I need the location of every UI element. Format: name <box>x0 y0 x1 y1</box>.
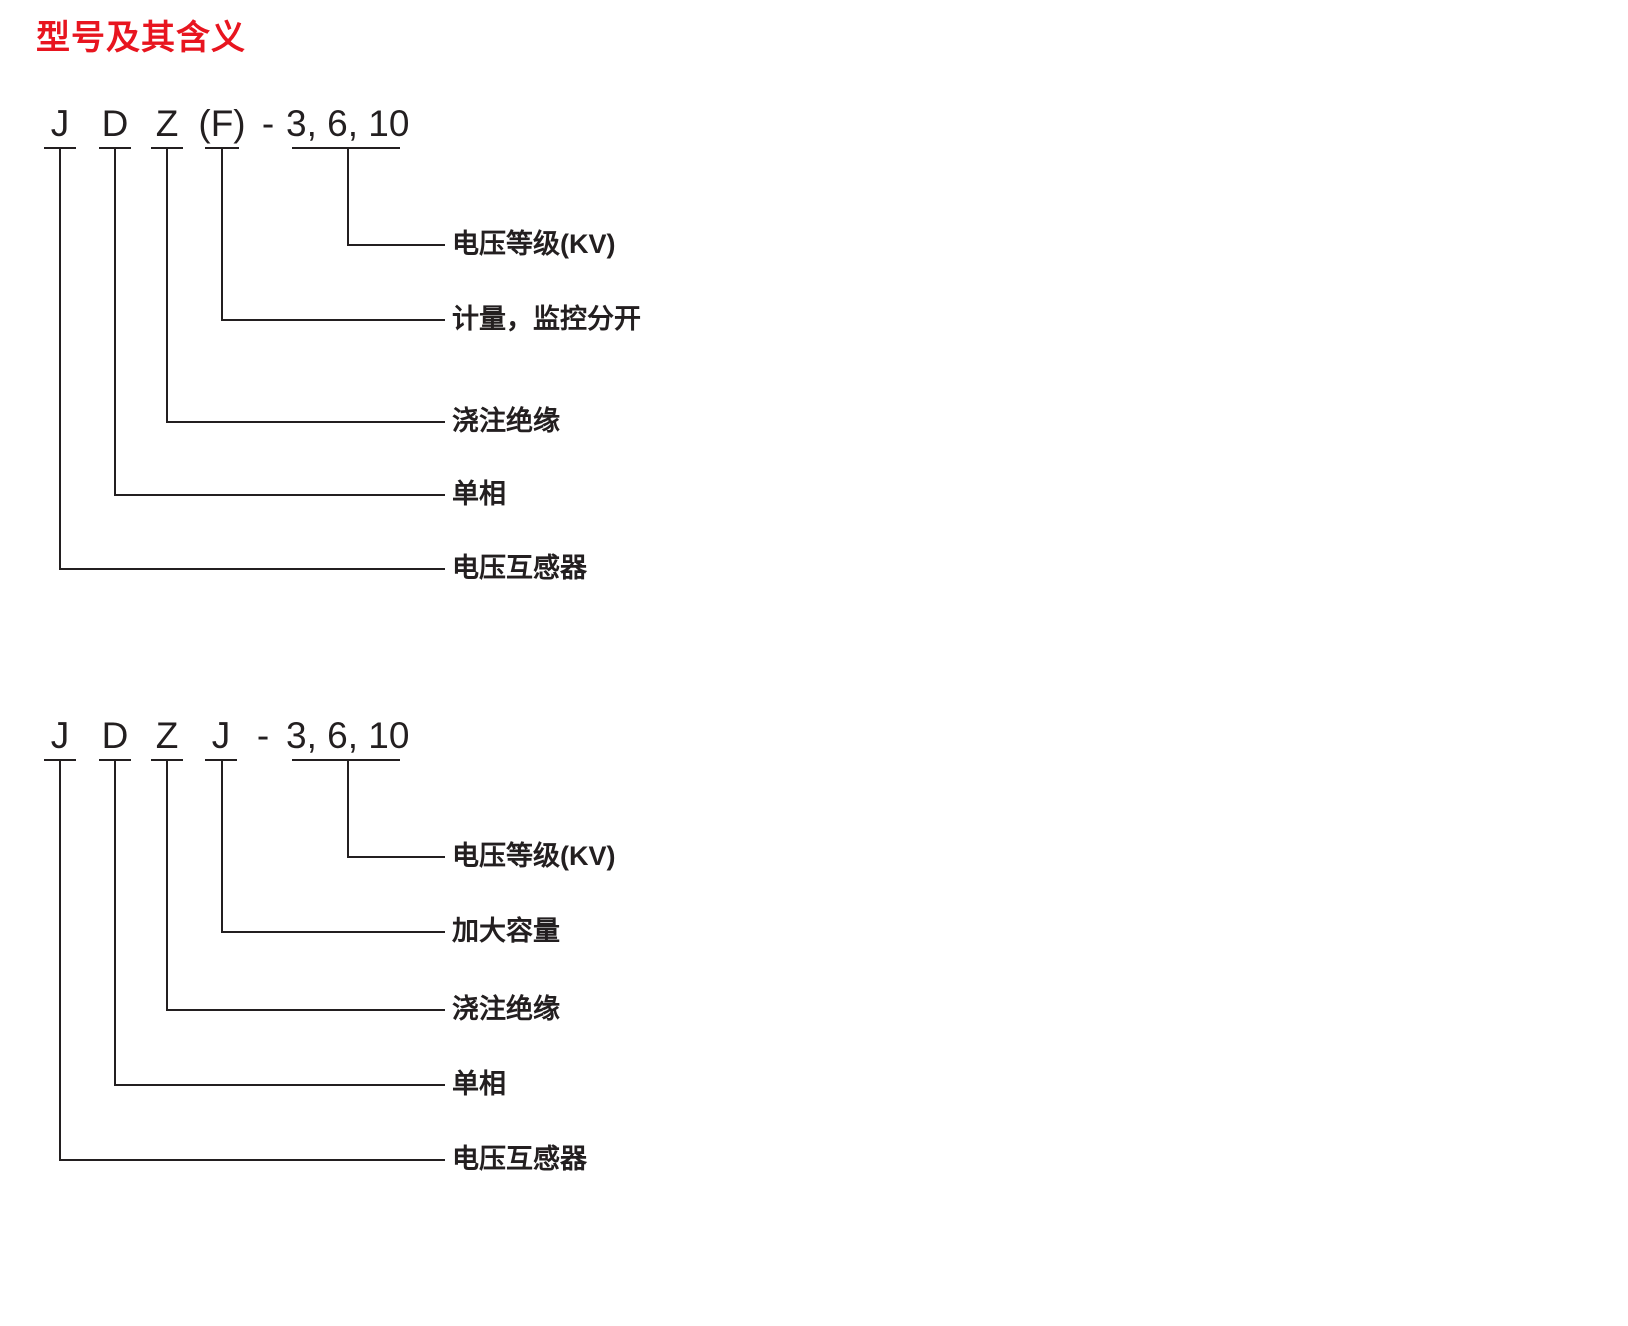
leader-hline-voltage <box>347 244 445 246</box>
leader-hline-voltage2 <box>347 856 445 858</box>
model-diagram-jdzf: J D Z (F) - 3, 6, 10 电压等级(KV) 计量，监控分开 浇注… <box>0 0 1628 660</box>
callout-label-d2: 单相 <box>452 1069 506 1099</box>
code-token-d: D <box>101 103 129 144</box>
leader-vline-j <box>59 147 61 568</box>
token-rule-voltage2 <box>292 759 400 761</box>
leader-vline-jcap <box>221 759 223 931</box>
leader-vline-j2 <box>59 759 61 1159</box>
code-token-z2: Z <box>155 715 179 756</box>
token-rule-voltage <box>292 147 400 149</box>
leader-hline-d <box>114 494 445 496</box>
callout-label-voltage2: 电压等级(KV) <box>452 841 616 871</box>
leader-hline-j2 <box>59 1159 445 1161</box>
leader-vline-z <box>166 147 168 421</box>
code-token-j2: J <box>50 715 70 756</box>
callout-label-j: 电压互感器 <box>452 553 587 583</box>
code-token-d2: D <box>101 715 129 756</box>
leader-hline-z2 <box>166 1009 445 1011</box>
leader-hline-d2 <box>114 1084 445 1086</box>
leader-vline-d <box>114 147 116 494</box>
callout-label-j2: 电压互感器 <box>452 1144 587 1174</box>
callout-label-f: 计量，监控分开 <box>452 304 641 334</box>
leader-vline-z2 <box>166 759 168 1009</box>
callout-label-z2: 浇注绝缘 <box>452 994 560 1024</box>
code-token-voltage2: 3, 6, 10 <box>286 715 410 756</box>
callout-label-jcap: 加大容量 <box>452 916 560 946</box>
callout-label-voltage: 电压等级(KV) <box>452 229 616 259</box>
leader-vline-d2 <box>114 759 116 1084</box>
code-token-j: J <box>50 103 70 144</box>
code-token-dash2: - <box>256 715 270 756</box>
code-token-z: Z <box>155 103 179 144</box>
code-token-voltage: 3, 6, 10 <box>286 103 410 144</box>
code-token-dash: - <box>261 103 275 144</box>
callout-label-d: 单相 <box>452 479 506 509</box>
leader-vline-voltage <box>347 147 349 244</box>
leader-hline-jcap <box>221 931 445 933</box>
model-diagram-jdzj: J D Z J - 3, 6, 10 电压等级(KV) 加大容量 浇注绝缘 单相 <box>0 612 1628 1272</box>
leader-vline-voltage2 <box>347 759 349 856</box>
code-token-jcap: J <box>211 715 231 756</box>
leader-hline-j <box>59 568 445 570</box>
callout-label-z: 浇注绝缘 <box>452 406 560 436</box>
page-title: 型号及其含义 <box>36 19 246 57</box>
leader-vline-f <box>221 147 223 319</box>
leader-hline-f <box>221 319 445 321</box>
code-token-f: (F) <box>198 103 246 144</box>
leader-hline-z <box>166 421 445 423</box>
